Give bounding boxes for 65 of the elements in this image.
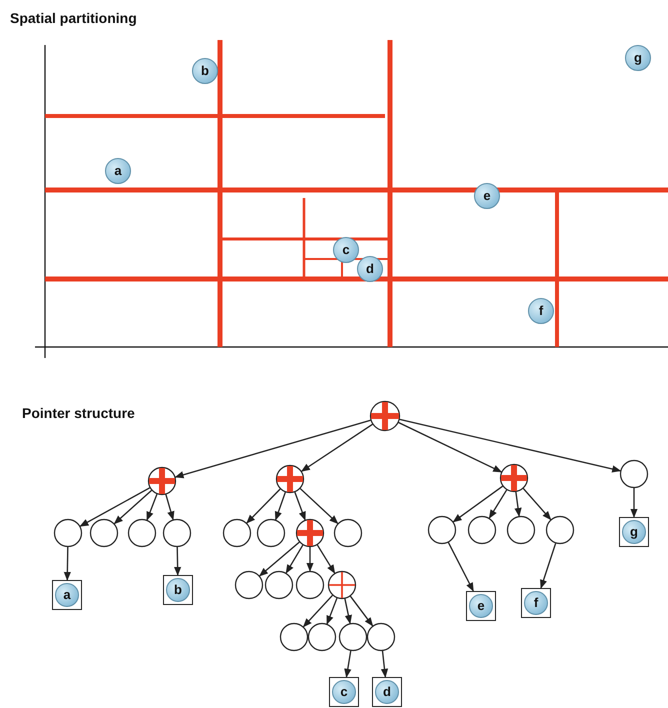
arrow (398, 422, 502, 473)
arrow (300, 424, 373, 472)
arrow (326, 598, 338, 625)
point-marker: g (622, 520, 646, 544)
empty-node-circle (545, 515, 575, 545)
split-node-circle (327, 570, 357, 600)
arrow (448, 542, 474, 592)
empty-node-circle (333, 518, 363, 548)
arrow (174, 420, 371, 478)
point-marker: a (105, 158, 131, 184)
arrow (514, 492, 522, 518)
point-marker: a (55, 583, 79, 607)
split-node-circle (275, 464, 305, 494)
point-marker: g (625, 45, 651, 71)
section-heading: Spatial partitioning (10, 10, 137, 26)
empty-node-circle (256, 518, 286, 548)
split-node-circle (295, 518, 325, 548)
empty-node-circle (89, 518, 119, 548)
arrow (146, 494, 158, 521)
empty-node-circle (162, 518, 192, 548)
section-heading: Pointer structure (22, 405, 135, 421)
point-marker: f (528, 298, 554, 324)
arrow (350, 596, 374, 627)
arrow (274, 492, 286, 521)
point-marker: d (357, 256, 383, 282)
arrow (306, 547, 314, 572)
arrow (286, 544, 304, 574)
point-marker: b (192, 58, 218, 84)
empty-node-circle (506, 515, 536, 545)
arrow (246, 488, 281, 524)
arrow (452, 486, 504, 522)
arrow (174, 546, 182, 576)
arrow (114, 490, 152, 524)
point-marker: c (333, 237, 359, 263)
arrow (300, 488, 338, 524)
arrow (344, 650, 352, 678)
empty-node-circle (427, 515, 457, 545)
split-node-circle (499, 463, 529, 493)
split-node-circle (369, 400, 401, 432)
point-marker: c (332, 680, 356, 704)
arrow (294, 492, 306, 521)
empty-node-circle (53, 518, 83, 548)
arrow (399, 418, 622, 472)
point-marker: e (469, 594, 493, 618)
point-marker: e (474, 183, 500, 209)
empty-node-circle (619, 459, 649, 489)
empty-node-circle (467, 515, 497, 545)
arrow (79, 487, 150, 527)
point-marker: b (166, 578, 190, 602)
arrow (380, 650, 388, 678)
arrow (540, 543, 556, 589)
arrow (258, 542, 300, 576)
arrow (316, 544, 336, 574)
arrow (630, 488, 638, 518)
arrow (165, 494, 174, 520)
arrow (488, 490, 508, 519)
empty-node-circle (222, 518, 252, 548)
arrow (344, 598, 352, 624)
empty-node-circle (127, 518, 157, 548)
arrow (302, 594, 333, 628)
point-marker: f (524, 591, 548, 615)
arrow (64, 546, 72, 581)
point-marker: d (375, 680, 399, 704)
arrow (522, 488, 552, 520)
split-node-circle (147, 466, 177, 496)
